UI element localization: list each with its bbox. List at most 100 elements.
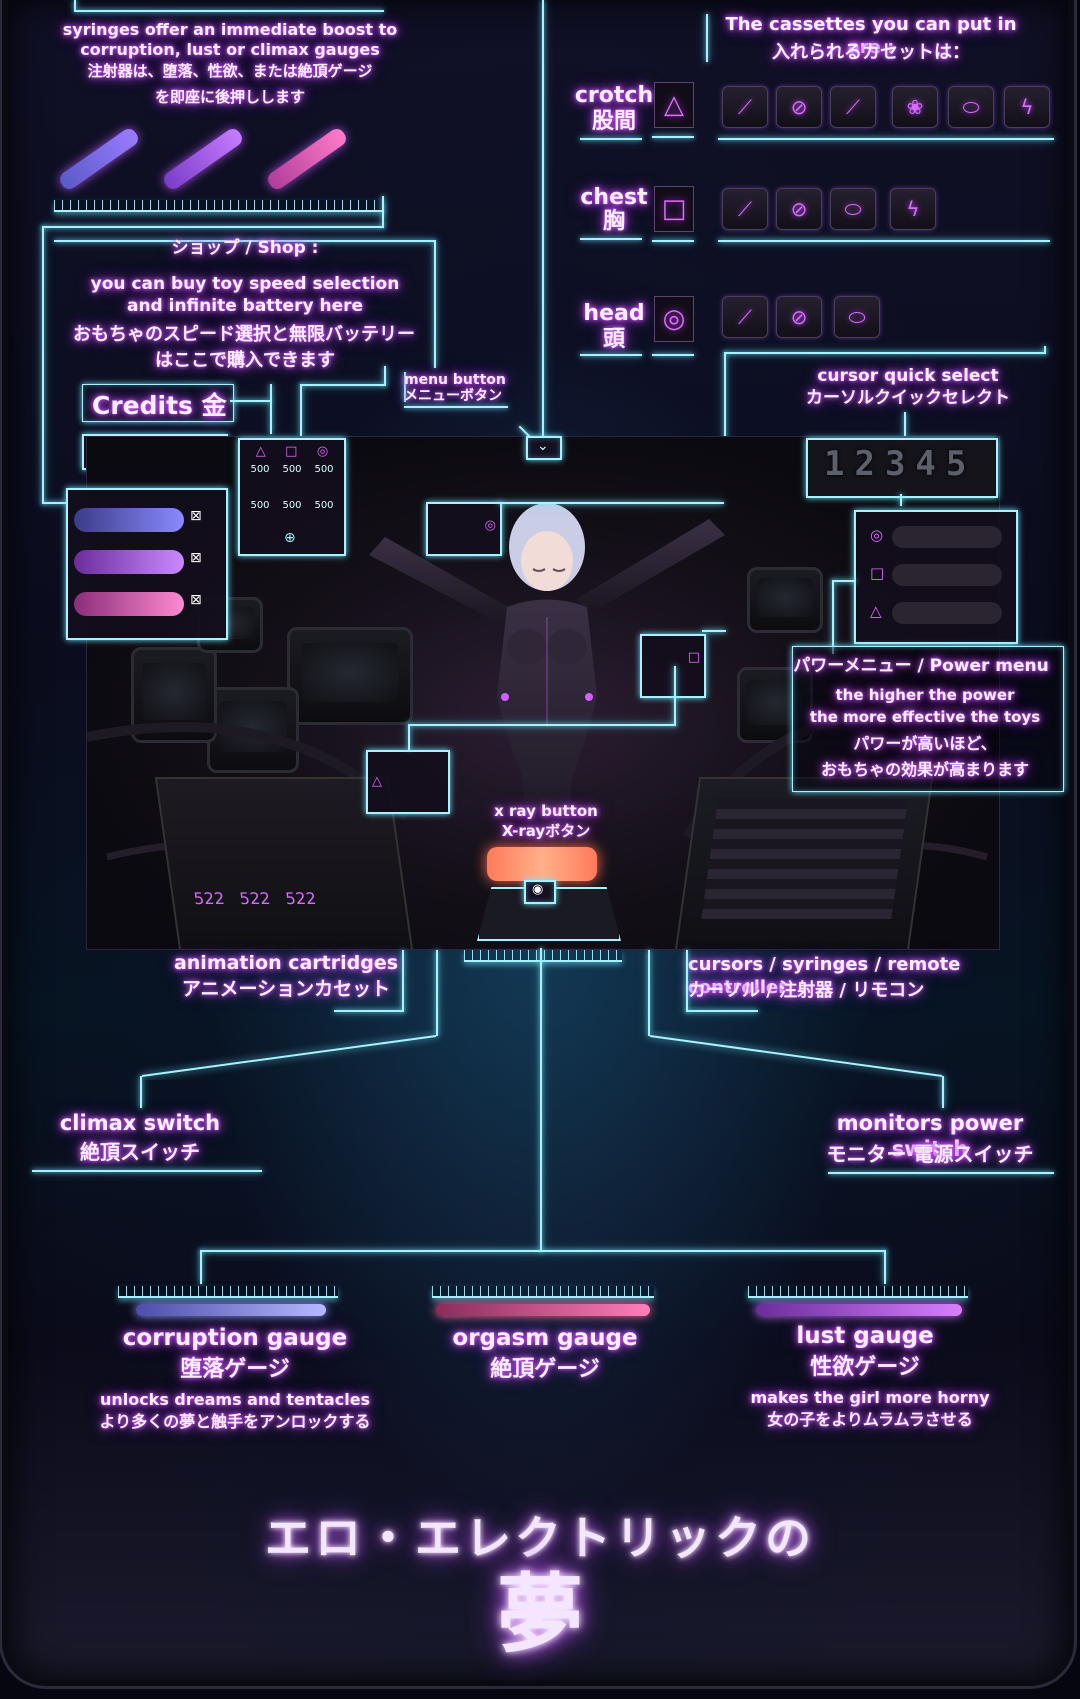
syringe-slot-lust[interactable] xyxy=(74,550,184,574)
toy-speed-crotch[interactable]: 500 xyxy=(250,464,270,475)
connector xyxy=(334,1010,404,1012)
cursors-label-jp: カーソル / 注射器 / リモコン xyxy=(688,980,925,1001)
chest-cassette-egg-icon[interactable]: ⬭ xyxy=(830,188,876,230)
lust-gauge-desc-en: makes the girl more horny xyxy=(750,1388,990,1407)
connector xyxy=(652,354,694,356)
shop-desc-jp1: おもちゃのスピード選択と無限バッテリー xyxy=(73,324,415,345)
slot-head-jp: 頭 xyxy=(602,327,625,352)
syringe-slot-orgasm[interactable] xyxy=(74,592,184,616)
syringe-ruler xyxy=(54,200,384,212)
square-icon: □ xyxy=(870,564,885,582)
power-bar-head[interactable] xyxy=(892,526,1002,548)
cursor-quick-select-panel[interactable]: 12345 xyxy=(806,438,998,498)
menu-button-label-en: menu button xyxy=(404,372,506,388)
head-slot-icon[interactable]: ◎ xyxy=(654,296,694,342)
remote-controller-panel[interactable] xyxy=(674,777,934,949)
connector xyxy=(402,950,404,1012)
connector xyxy=(904,412,906,436)
connector xyxy=(580,138,642,140)
connector xyxy=(580,354,642,356)
connector xyxy=(900,494,902,506)
syringe-panel[interactable]: ⊠ ⊠ ⊠ xyxy=(66,488,228,640)
crotch-cassette-dildo-icon[interactable]: ⟋ xyxy=(830,86,876,128)
chest-cassette-vibe-icon[interactable]: ⟋ xyxy=(722,188,768,230)
xray-button[interactable]: ◉ xyxy=(524,880,556,904)
syringe-slot-corruption[interactable] xyxy=(74,508,184,532)
crotch-cassette-egg-icon[interactable]: ⬭ xyxy=(948,86,994,128)
switch-connectors xyxy=(141,1035,943,1077)
background-monitor xyxy=(287,627,413,725)
connector xyxy=(408,724,676,726)
connector xyxy=(718,138,1054,140)
cursor-digits[interactable]: 12345 xyxy=(824,444,977,484)
menu-connector xyxy=(542,0,544,440)
toy-speeds-row2: 500 500 500 xyxy=(244,500,340,511)
chest-slot-icon[interactable]: □ xyxy=(654,186,694,232)
orgasm-ruler xyxy=(432,1286,654,1298)
menu-button[interactable]: ⌄ xyxy=(526,436,562,460)
connector xyxy=(718,240,1050,242)
toy-speed-chest[interactable]: 500 xyxy=(282,464,302,475)
crotch-cassette-lightning-icon[interactable]: ϟ xyxy=(1004,86,1050,128)
toy-speed-crotch-2[interactable]: 500 xyxy=(250,500,270,511)
chest-cassette-wand-icon[interactable]: ⊘ xyxy=(776,188,822,230)
connector xyxy=(140,1076,142,1108)
background-monitor xyxy=(197,597,263,653)
connector xyxy=(832,580,856,582)
toy-box-crotch[interactable]: △ xyxy=(366,750,450,814)
corruption-gauge-desc-jp: より多くの夢と触手をアンロックする xyxy=(99,1412,371,1431)
shop-box-right xyxy=(434,240,436,368)
crotch-cassette-vibe-icon[interactable]: ⟋ xyxy=(722,86,768,128)
triangle-icon: △ xyxy=(372,774,382,789)
connector xyxy=(436,950,438,1036)
slot-crotch-jp: 股間 xyxy=(591,109,636,134)
connector xyxy=(32,1170,262,1172)
power-bar-chest[interactable] xyxy=(892,564,1002,586)
crotch-slot-icon[interactable]: △ xyxy=(654,82,694,128)
connector xyxy=(652,240,694,242)
toy-speed-head-2[interactable]: 500 xyxy=(314,500,334,511)
cursors-label-en: cursors / syringes / remote controller xyxy=(688,954,961,998)
connector xyxy=(580,238,642,240)
square-icon: □ xyxy=(687,650,700,665)
power-bar-crotch[interactable] xyxy=(892,602,1002,624)
shop-desc-en1: you can buy toy speed selection xyxy=(90,274,400,294)
corruption-gauge-en: corruption gauge xyxy=(122,1325,348,1351)
toy-speed-head[interactable]: 500 xyxy=(314,464,334,475)
connector xyxy=(686,950,688,1012)
toy-speed-panel[interactable]: △□◎ 500 500 500 500 500 500 ⊕ xyxy=(238,438,346,556)
toy-speed-chest-2[interactable]: 500 xyxy=(282,500,302,511)
connector xyxy=(200,1250,202,1284)
circle-icon: ◎ xyxy=(870,526,884,544)
connector xyxy=(404,372,406,402)
slot-crotch-en: crotch xyxy=(574,83,654,108)
connector xyxy=(828,1172,1054,1174)
toy-box-chest[interactable]: □ xyxy=(640,634,706,698)
cassettes-title-en: The cassettes you can put in are : xyxy=(725,14,1017,58)
chest-cassette-lightning-icon[interactable]: ϟ xyxy=(890,188,936,230)
connector xyxy=(942,1076,944,1108)
connector xyxy=(652,136,694,138)
crotch-cassette-anal-icon[interactable]: ❀ xyxy=(892,86,938,128)
animation-cartridges-jp: アニメーションカセット xyxy=(181,978,391,1000)
connector xyxy=(74,0,76,10)
cartridge-display: 522 522 522 xyxy=(192,889,318,908)
head-cassette-vibe-icon[interactable]: ⟋ xyxy=(722,296,768,338)
connector xyxy=(42,226,44,504)
slot-chest-jp: 胸 xyxy=(602,209,625,234)
head-cassette-wand-icon[interactable]: ⊘ xyxy=(776,296,822,338)
connector xyxy=(702,630,726,632)
toy-speeds: 500 500 500 xyxy=(244,464,340,475)
head-cassette-egg-icon[interactable]: ⬭ xyxy=(834,296,880,338)
corruption-ruler xyxy=(118,1286,338,1298)
crotch-cassette-wand-icon[interactable]: ⊘ xyxy=(776,86,822,128)
circle-icon: ◎ xyxy=(484,518,496,533)
connector xyxy=(724,352,1046,354)
power-menu-desc-jp2: おもちゃの効果が高まります xyxy=(820,760,1029,779)
power-menu-desc-en2: the more effective the toys xyxy=(809,708,1041,726)
climax-switch-en: climax switch xyxy=(59,1111,221,1135)
power-menu-panel[interactable]: ◎ □ △ xyxy=(854,510,1018,644)
check-icon: ⊠ xyxy=(190,592,202,608)
toy-box-head[interactable]: ◎ xyxy=(426,502,502,556)
connector xyxy=(404,406,508,408)
